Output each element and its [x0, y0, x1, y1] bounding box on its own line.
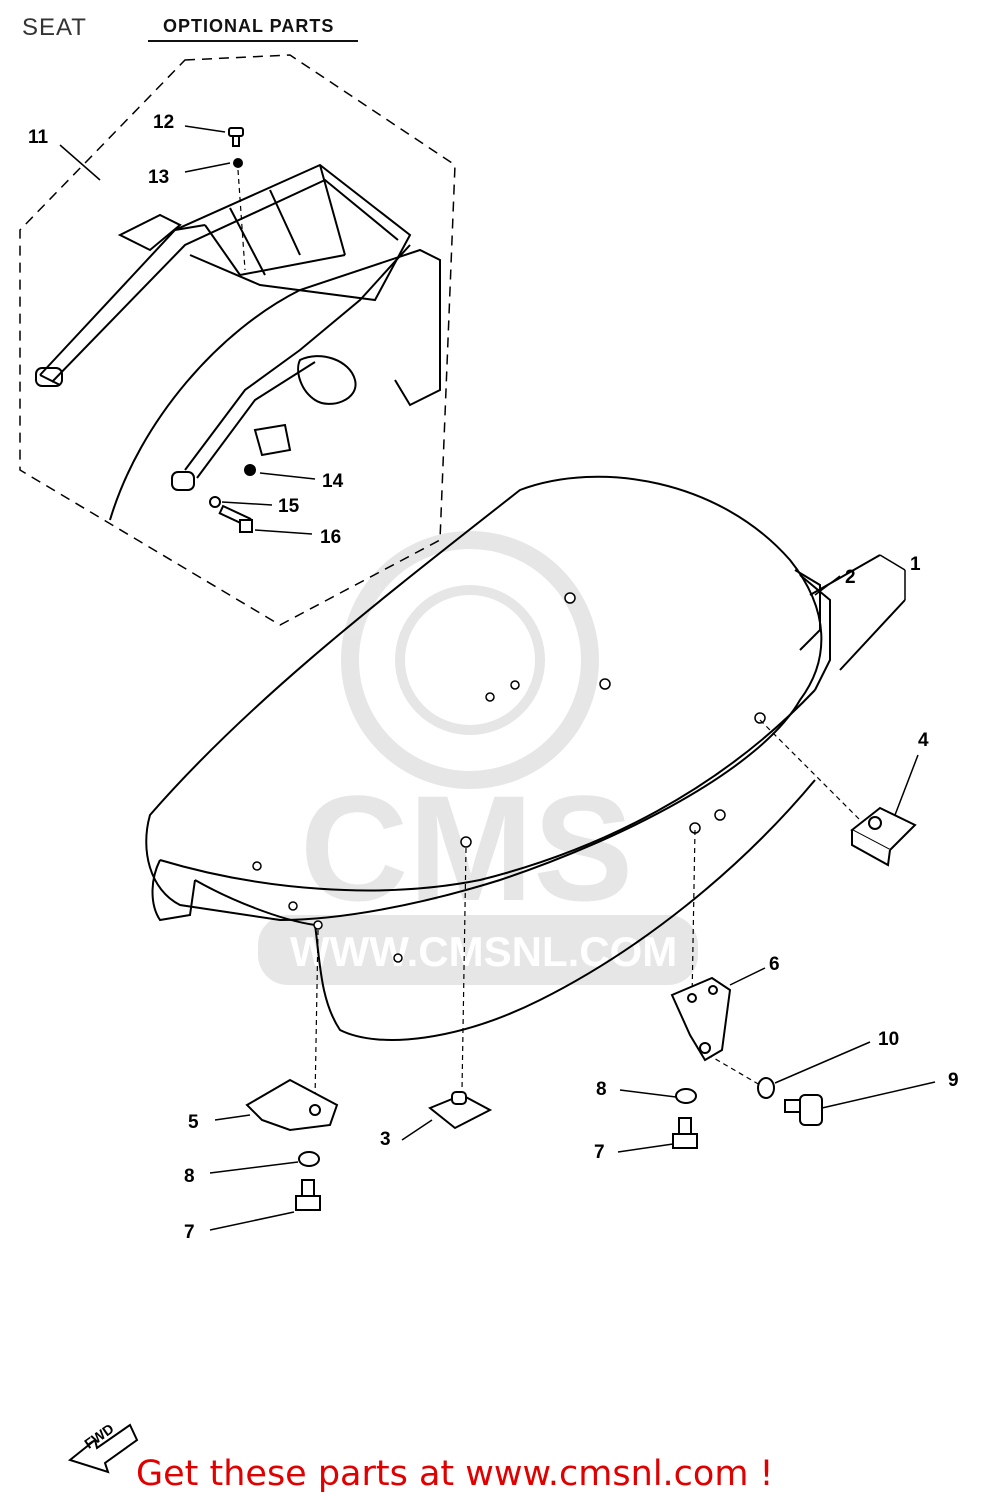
callout-14: 14	[322, 471, 344, 492]
optional-parts-underline	[148, 40, 358, 42]
callout-4: 4	[918, 730, 929, 751]
callout-6: 6	[769, 954, 780, 975]
rear-carrier	[35, 163, 441, 521]
callout-8-left: 8	[184, 1166, 195, 1187]
washer-10	[757, 1077, 775, 1099]
callout-7-right: 7	[594, 1142, 605, 1163]
seat-mounting-holes	[252, 592, 766, 963]
callout-15: 15	[278, 496, 300, 517]
callout-1: 1	[910, 554, 921, 575]
optional-parts-label: OPTIONAL PARTS	[163, 16, 335, 36]
callout-10: 10	[878, 1029, 899, 1050]
optional-parts-boundary	[19, 54, 456, 626]
nut-13	[233, 158, 243, 168]
nut-plate-3	[428, 1091, 493, 1130]
callout-8-right: 8	[596, 1079, 607, 1100]
seat-strap-2	[809, 554, 906, 671]
washer-8-right	[675, 1088, 697, 1104]
callout-9: 9	[948, 1070, 959, 1091]
callout-12: 12	[153, 112, 174, 133]
watermark-url: WWW.CMSNL.COM	[290, 928, 677, 975]
callout-5: 5	[188, 1112, 199, 1133]
bolt-16	[218, 504, 253, 533]
bolt-12	[228, 127, 244, 147]
seat-assembly	[145, 475, 831, 1041]
fwd-arrow-icon	[67, 1423, 139, 1474]
callout-7-left: 7	[184, 1222, 195, 1243]
nut-14	[244, 464, 256, 476]
callout-16: 16	[320, 527, 341, 548]
seat-hinge-bracket-6	[670, 976, 732, 1062]
footer-parts-link[interactable]: Get these parts at www.cmsnl.com !	[136, 1454, 774, 1494]
bolt-7-left	[295, 1179, 321, 1211]
callout-3: 3	[380, 1129, 391, 1150]
seat-bracket-4	[850, 806, 917, 867]
washer-15	[209, 496, 221, 508]
bolt-7-right	[672, 1117, 698, 1149]
bolt-9	[784, 1094, 823, 1126]
callout-13: 13	[148, 167, 169, 188]
page-title: SEAT	[22, 14, 87, 41]
washer-8-left	[298, 1151, 320, 1167]
mounting-plate-5	[245, 1078, 339, 1132]
callout-2: 2	[845, 567, 856, 588]
callout-11: 11	[28, 127, 49, 148]
